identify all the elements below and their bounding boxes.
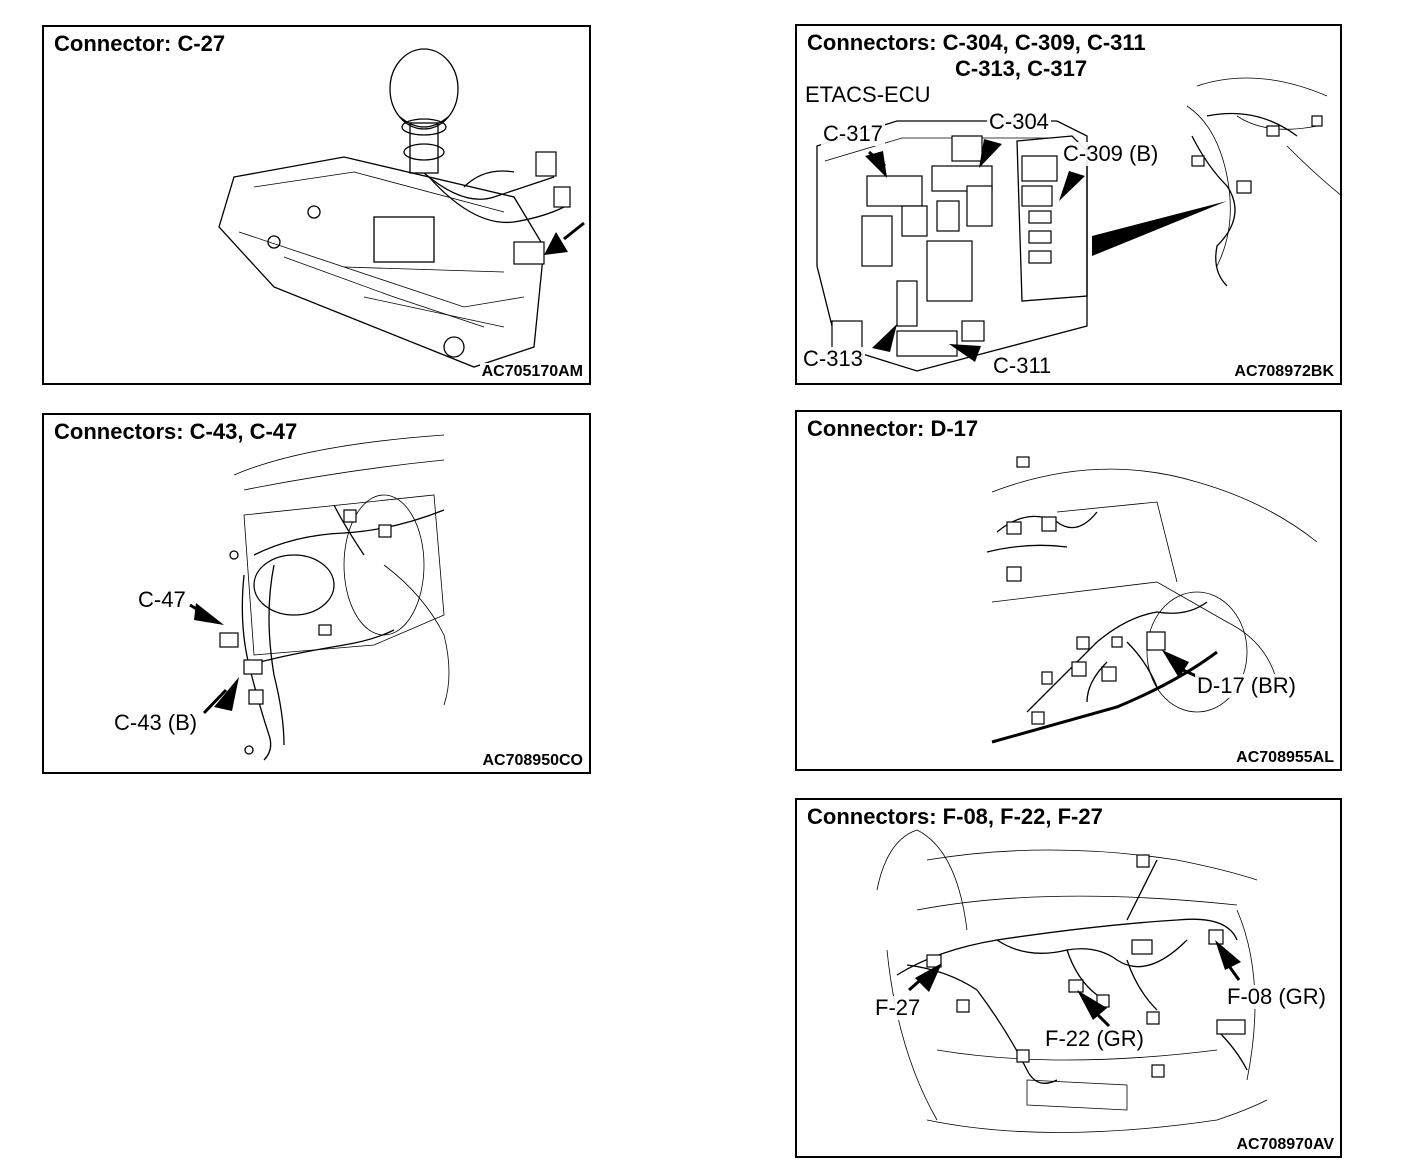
label-etacs-ecu: ETACS-ECU bbox=[803, 82, 933, 107]
diagram-panel-c43-c47: Connectors: C-43, C-47 C-47 C-43 (B) AC7… bbox=[42, 413, 591, 774]
figure-code: AC708950CO bbox=[480, 752, 585, 770]
diagram-panel-d17: Connector: D-17 D-17 (BR) AC708955AL bbox=[795, 410, 1342, 771]
trunk-lid-harness-illustration bbox=[876, 829, 1268, 1133]
door-harness-illustration bbox=[986, 456, 1318, 744]
etacs-ecu-illustration bbox=[816, 77, 1340, 372]
label-f22: F-22 (GR) bbox=[1043, 1026, 1146, 1051]
pointer-arrow-c43 bbox=[214, 677, 239, 711]
figure-code: AC708972BK bbox=[1232, 363, 1336, 381]
label-c47: C-47 bbox=[136, 587, 188, 612]
instrument-panel-harness-illustration bbox=[189, 434, 450, 761]
label-f08: F-08 (GR) bbox=[1225, 984, 1328, 1009]
pointer-arrow-f08 bbox=[1215, 940, 1241, 970]
panel-title: Connector: C-27 bbox=[54, 31, 226, 56]
diagram-panel-c27: Connector: C-27 AC705170AM bbox=[42, 25, 591, 385]
label-c43: C-43 (B) bbox=[112, 710, 200, 735]
label-c311: C-311 bbox=[991, 353, 1054, 378]
label-d17: D-17 (BR) bbox=[1195, 673, 1299, 698]
panel-title: Connector: D-17 bbox=[807, 416, 979, 441]
pointer-arrow-c309 bbox=[1059, 171, 1085, 201]
pointer-arrow-c27 bbox=[544, 232, 568, 255]
shift-lever-assembly-illustration bbox=[218, 48, 585, 368]
pointer-arrow-c313 bbox=[872, 324, 897, 352]
pointer-arrow-f27 bbox=[915, 963, 942, 992]
pointer-arrow-d17 bbox=[1162, 650, 1189, 678]
figure-code: AC708955AL bbox=[1234, 749, 1336, 767]
label-c317: C-317 bbox=[821, 121, 885, 146]
label-c304: C-304 bbox=[987, 109, 1051, 134]
label-c313: C-313 bbox=[801, 346, 865, 371]
panel-title: Connectors: C-43, C-47 bbox=[54, 419, 298, 444]
pointer-arrow-c47 bbox=[194, 603, 224, 625]
panel-title-continued: C-313, C-317 bbox=[955, 56, 1088, 81]
figure-code: AC708970AV bbox=[1234, 1136, 1336, 1154]
label-f27: F-27 bbox=[873, 995, 923, 1020]
leader-wedge bbox=[1092, 201, 1227, 256]
pointer-arrow-f22 bbox=[1077, 990, 1107, 1020]
panel-title: Connectors: C-304, C-309, C-311 bbox=[807, 30, 1146, 55]
panel-title: Connectors: F-08, F-22, F-27 bbox=[807, 804, 1103, 829]
label-c309: C-309 (B) bbox=[1061, 141, 1161, 166]
diagram-panel-etacs: Connectors: C-304, C-309, C-311 C-313, C… bbox=[795, 24, 1342, 385]
pointer-arrow-c311 bbox=[949, 344, 981, 362]
diagram-panel-f-connectors: Connectors: F-08, F-22, F-27 F-27 F-22 (… bbox=[795, 798, 1342, 1158]
pointer-arrow-c317 bbox=[865, 151, 887, 178]
figure-code: AC705170AM bbox=[479, 363, 585, 381]
pointer-arrow-c304 bbox=[979, 139, 1002, 168]
